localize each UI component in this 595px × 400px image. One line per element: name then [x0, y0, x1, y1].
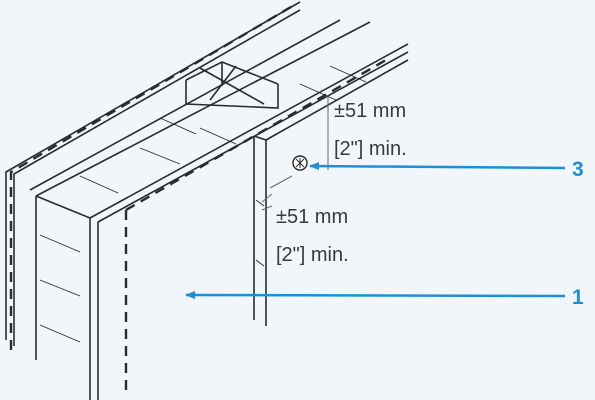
dimension-top-value: ±51 mm: [334, 100, 406, 122]
dimension-lines: [261, 96, 329, 211]
wood-grain-hatching: [39, 65, 367, 343]
callout-arrow-3: [309, 162, 566, 171]
screw-head-icon: [292, 155, 308, 171]
membrane-lines: [9, 2, 387, 392]
frame-outline: [5, 1, 409, 400]
callout-label-1: 1: [572, 286, 584, 309]
callout-label-3: 3: [572, 158, 584, 181]
dimension-side-imperial: [2"] min.: [276, 244, 349, 266]
dimension-side-value: ±51 mm: [276, 206, 348, 228]
dimension-top-imperial: [2"] min.: [334, 138, 407, 160]
callout-arrow-1: [185, 291, 566, 300]
